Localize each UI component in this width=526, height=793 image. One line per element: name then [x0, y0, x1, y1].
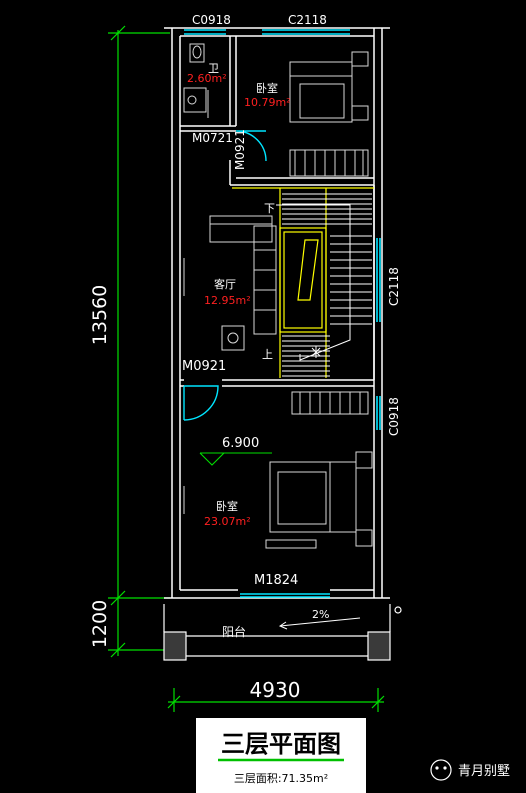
toilet-area: 2.60m² — [187, 72, 227, 85]
stair-steps — [282, 193, 372, 377]
living-furniture — [183, 215, 277, 351]
plan-title: 三层平面图 — [221, 730, 341, 758]
vertical-dimension — [108, 25, 170, 658]
doors — [183, 130, 267, 421]
bedroom2-area: 23.07m² — [204, 515, 251, 528]
walls — [164, 27, 390, 599]
dim-width: 4930 — [250, 678, 301, 702]
label-c2118-right: C2118 — [387, 267, 401, 306]
label-c0918-right: C0918 — [387, 397, 401, 436]
bedroom2-name: 卧室 — [216, 499, 238, 513]
title-panel — [196, 718, 366, 793]
watermark-text: 青月别墅 — [458, 764, 510, 779]
stair-arrows — [276, 204, 351, 361]
bedroom2-furniture — [183, 391, 373, 549]
balcony-name: 阳台 — [222, 624, 246, 639]
label-c2118-top: C2118 — [288, 13, 327, 27]
bedroom1-furniture — [289, 51, 369, 177]
bedroom1-area: 10.79m² — [244, 96, 291, 109]
stair-up-label: 上 — [262, 348, 273, 361]
horizontal-dimension — [167, 688, 385, 712]
slope-label: 2% — [312, 608, 329, 621]
toilet-name: 卫 — [208, 62, 219, 75]
label-m0921: M0921 — [182, 359, 226, 374]
slope-arrow — [278, 617, 361, 630]
dim-height-main: 13560 — [89, 285, 111, 345]
label-m1824: M1824 — [254, 573, 298, 588]
label-m0921-vertical: M0921 — [233, 129, 247, 170]
dim-height-balcony: 1200 — [89, 600, 111, 648]
stair-down-label: 下 — [264, 202, 275, 215]
watermark-icon — [430, 759, 452, 781]
bedroom1-name: 卧室 — [256, 81, 278, 95]
label-c0918-top: C0918 — [192, 13, 231, 27]
level-mark-label: 6.900 — [222, 436, 259, 451]
area-caption: 三层面积:71.35m² — [234, 772, 328, 785]
watermark: 青月别墅 — [430, 759, 510, 781]
living-area: 12.95m² — [204, 294, 251, 307]
living-name: 客厅 — [214, 277, 236, 291]
stair — [232, 187, 374, 378]
balcony — [163, 604, 402, 661]
windows — [184, 29, 381, 598]
toilet-fixtures — [183, 43, 209, 118]
level-mark — [199, 452, 272, 466]
label-m0721: M0721 — [192, 131, 233, 145]
